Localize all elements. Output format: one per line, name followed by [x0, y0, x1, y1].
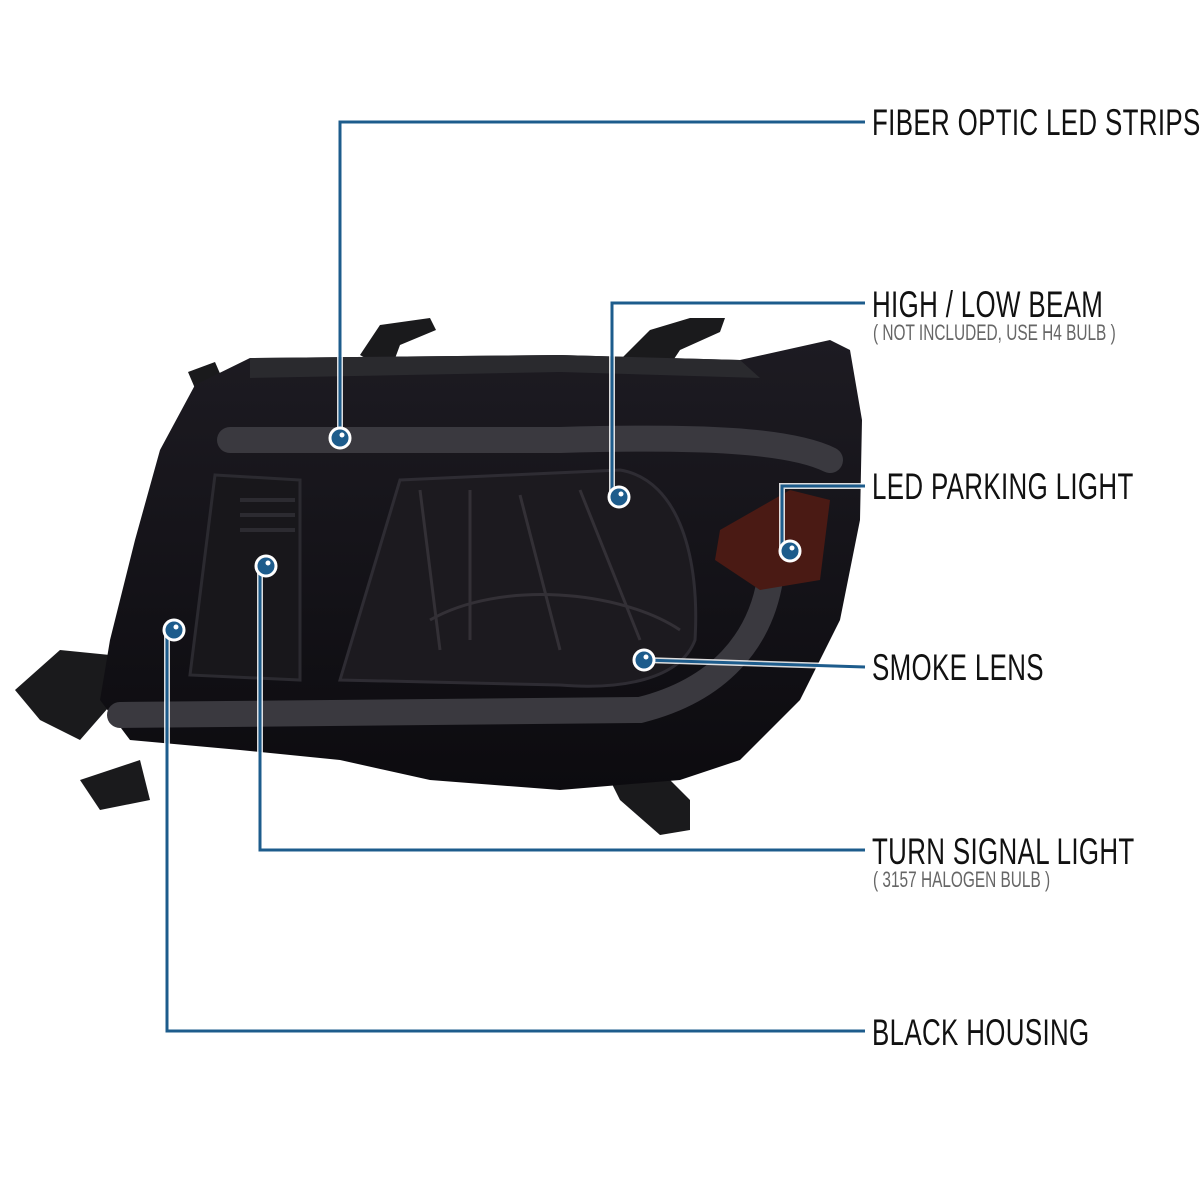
marker-dot-icon [328, 426, 352, 450]
callout-black-housing: BLACK HOUSING [872, 1012, 1090, 1053]
parking-light-lens [715, 490, 830, 590]
marker-dot-icon [254, 554, 278, 578]
reflector-facets [418, 489, 681, 651]
callout-turn-signal-light: TURN SIGNAL LIGHT [872, 831, 1135, 872]
leader-line-smoke-lens [643, 658, 866, 669]
callout-high-low-beam: HIGH / LOW BEAM [872, 284, 1104, 325]
marker-dot-icon [778, 539, 802, 563]
leader-line-fiber-optic [338, 120, 865, 438]
callout-fiber-optic-led-strips: FIBER OPTIC LED STRIPS [872, 102, 1200, 143]
marker-dot-icon [632, 648, 656, 672]
turn-signal-ribs [240, 498, 295, 532]
callout-led-parking-light: LED PARKING LIGHT [872, 466, 1134, 507]
smoke-lens-reflector [337, 468, 698, 688]
callout-markers [162, 426, 802, 672]
marker-dot-icon [162, 618, 186, 642]
marker-dot-icon [607, 485, 631, 509]
turn-signal-housing [188, 473, 302, 682]
callout-high-low-beam-note: ( NOT INCLUDED, USE H4 BULB ) [873, 320, 1116, 345]
top-rim [250, 355, 760, 378]
callout-turn-signal-note: ( 3157 HALOGEN BULB ) [873, 867, 1051, 892]
callout-smoke-lens: SMOKE LENS [872, 647, 1044, 688]
